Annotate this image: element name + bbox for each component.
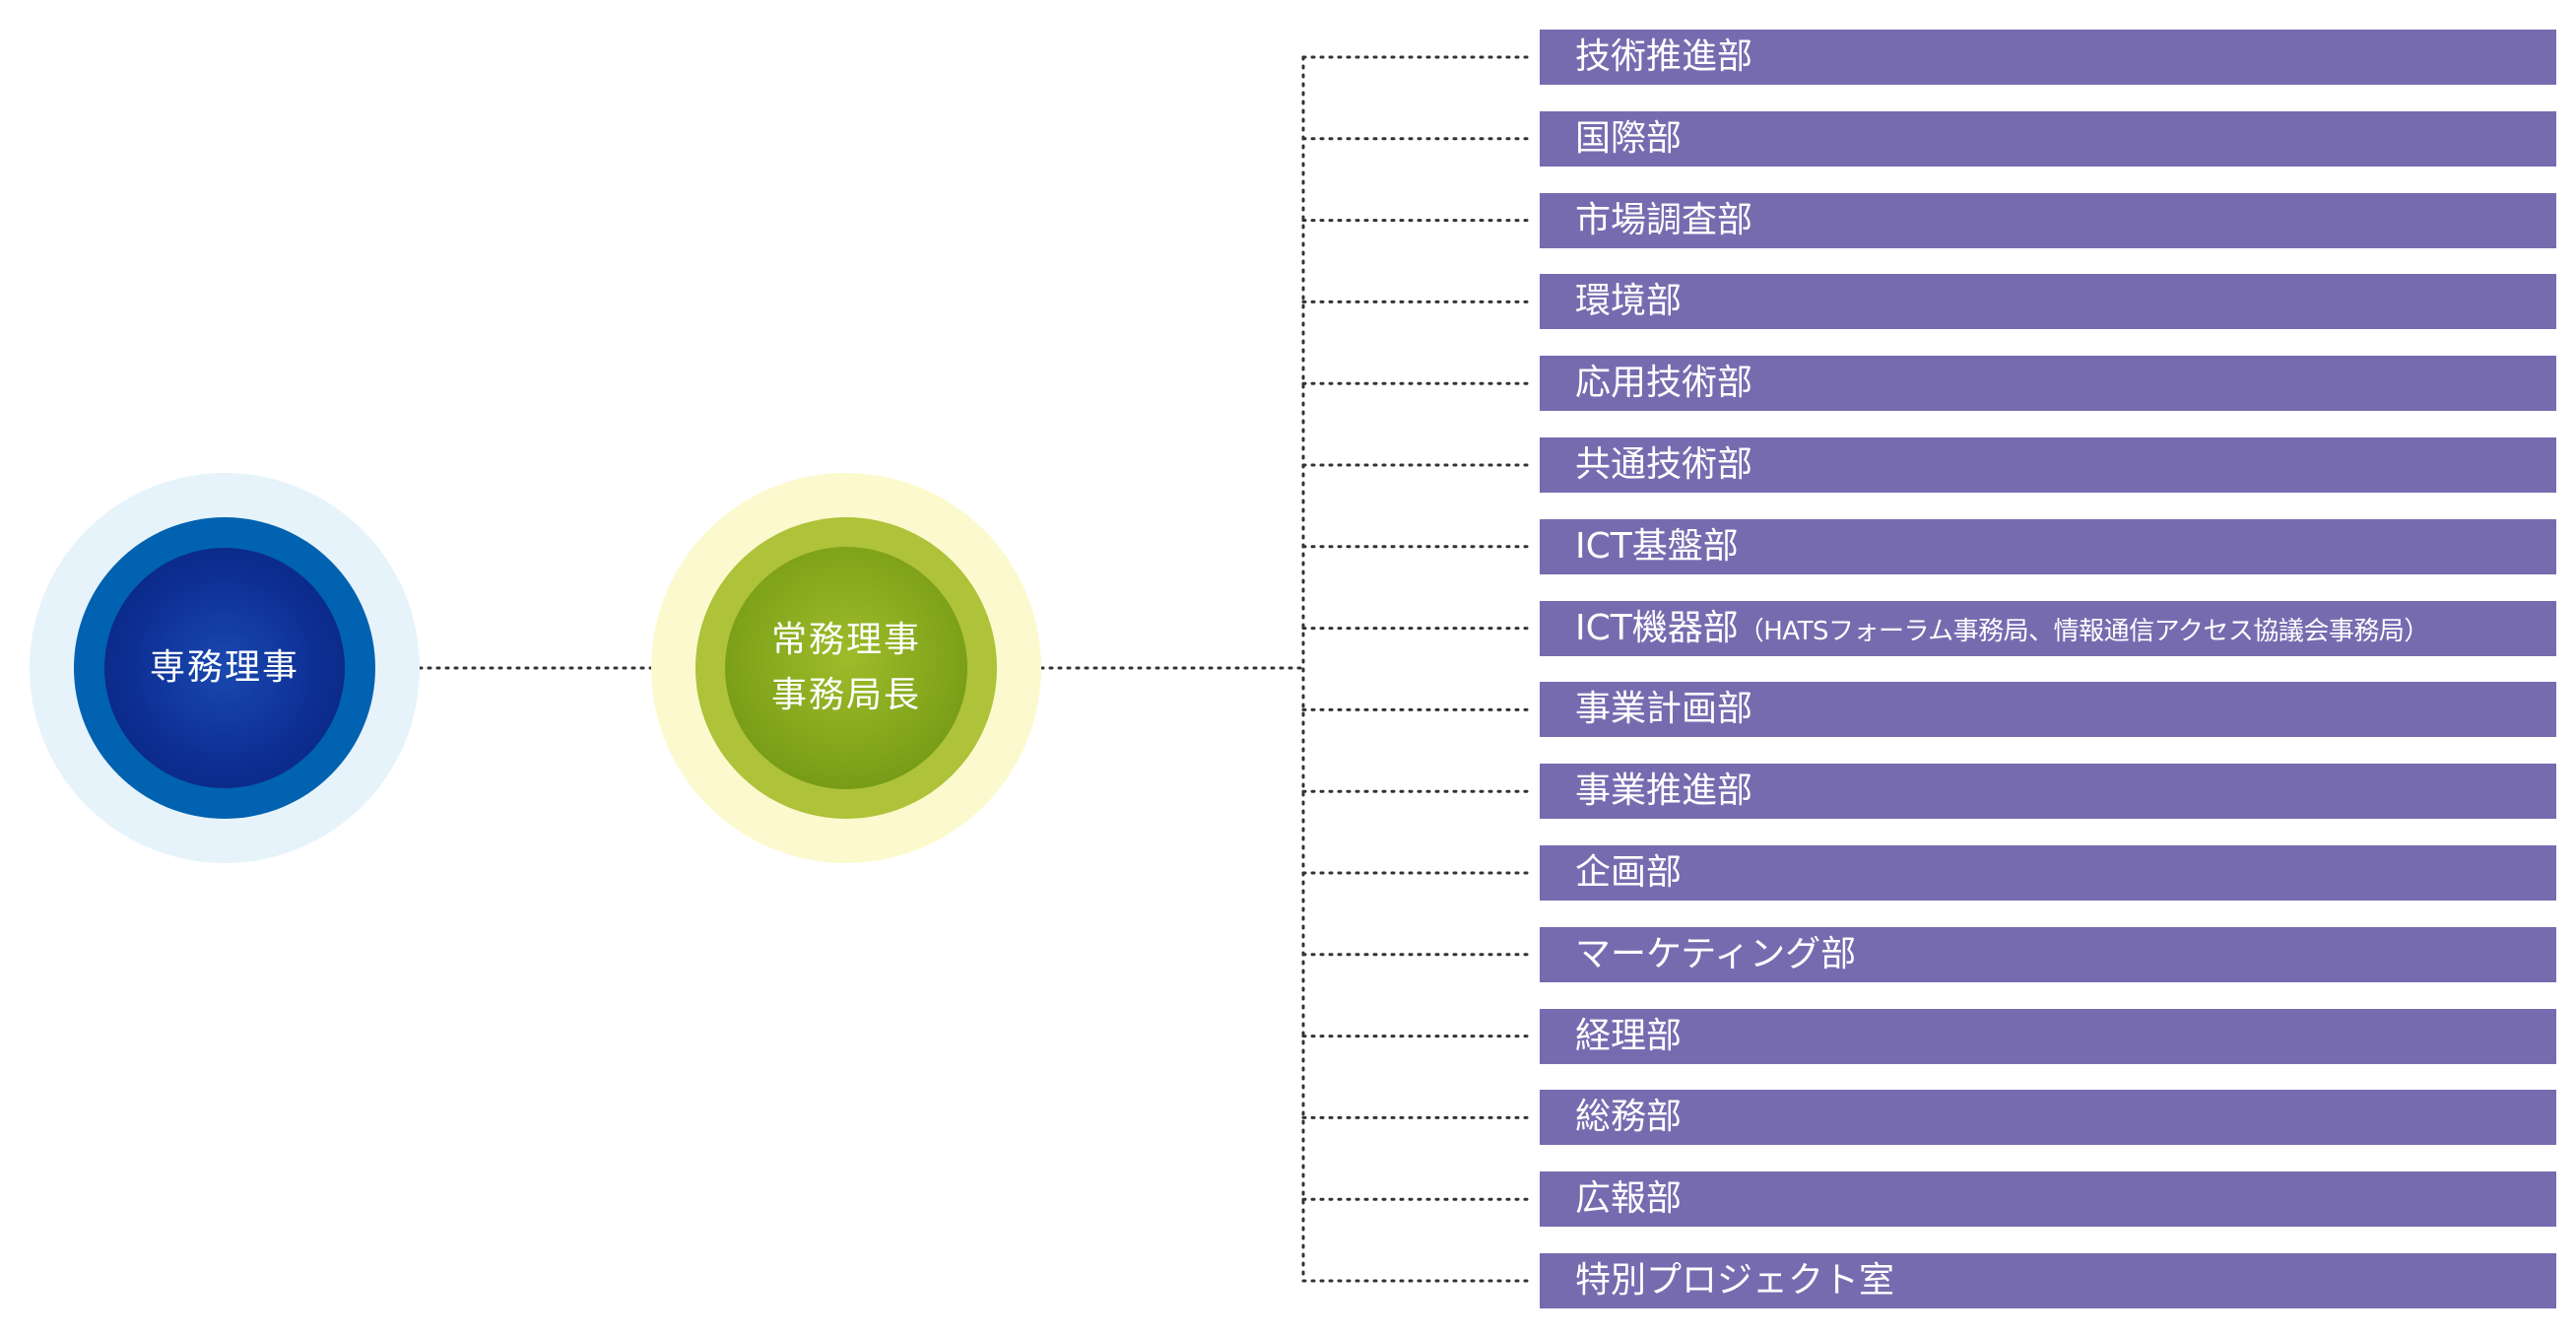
department-label: 広報部 bbox=[1575, 1178, 1683, 1220]
department-box: 特別プロジェクト室 bbox=[1540, 1253, 2556, 1308]
department-box: 事業推進部 bbox=[1540, 764, 2556, 820]
department-box: マーケティング部 bbox=[1540, 926, 2556, 982]
department-label: 環境部 bbox=[1575, 281, 1683, 322]
department-label: 技術推進部 bbox=[1575, 36, 1753, 77]
department-box: 総務部 bbox=[1540, 1090, 2556, 1146]
department-box: 技術推進部 bbox=[1540, 30, 2556, 85]
executive-director-node bbox=[104, 548, 345, 788]
department-label: ICT機器部 bbox=[1575, 607, 1739, 648]
secretary-general-title: 事務局長 bbox=[770, 675, 921, 715]
department-note: （HATSフォーラム事務局、情報通信アクセス協議会事務局） bbox=[1738, 616, 2430, 646]
department-label: 共通技術部 bbox=[1575, 444, 1753, 485]
managing-director-label: 常務理事 事務局長 bbox=[725, 613, 967, 723]
managing-director-title: 常務理事 bbox=[770, 620, 921, 660]
managing-director-node bbox=[725, 547, 967, 789]
department-label: 総務部 bbox=[1575, 1097, 1683, 1138]
department-label: 応用技術部 bbox=[1575, 363, 1753, 404]
department-label: 特別プロジェクト室 bbox=[1575, 1260, 1895, 1301]
department-box: 企画部 bbox=[1540, 845, 2556, 901]
department-box: 市場調査部 bbox=[1540, 192, 2556, 248]
department-box: ICT機器部（HATSフォーラム事務局、情報通信アクセス協議会事務局） bbox=[1540, 600, 2556, 656]
department-box: 応用技術部 bbox=[1540, 356, 2556, 412]
department-label: 市場調査部 bbox=[1575, 199, 1753, 240]
department-label: 経理部 bbox=[1575, 1015, 1683, 1056]
department-box: ICT基盤部 bbox=[1540, 518, 2556, 574]
department-label: 事業推進部 bbox=[1575, 770, 1753, 812]
department-box: 経理部 bbox=[1540, 1008, 2556, 1064]
department-label: ICT基盤部 bbox=[1575, 525, 1739, 567]
department-box: 環境部 bbox=[1540, 274, 2556, 330]
department-label: マーケティング部 bbox=[1575, 933, 1857, 974]
department-label: 企画部 bbox=[1575, 852, 1683, 893]
department-label: 事業計画部 bbox=[1575, 689, 1753, 730]
department-box: 国際部 bbox=[1540, 110, 2556, 167]
department-box: 事業計画部 bbox=[1540, 682, 2556, 738]
department-label: 国際部 bbox=[1575, 117, 1683, 159]
department-box: 共通技術部 bbox=[1540, 437, 2556, 493]
executive-director-label: 専務理事 bbox=[149, 647, 299, 688]
department-box: 広報部 bbox=[1540, 1171, 2556, 1228]
